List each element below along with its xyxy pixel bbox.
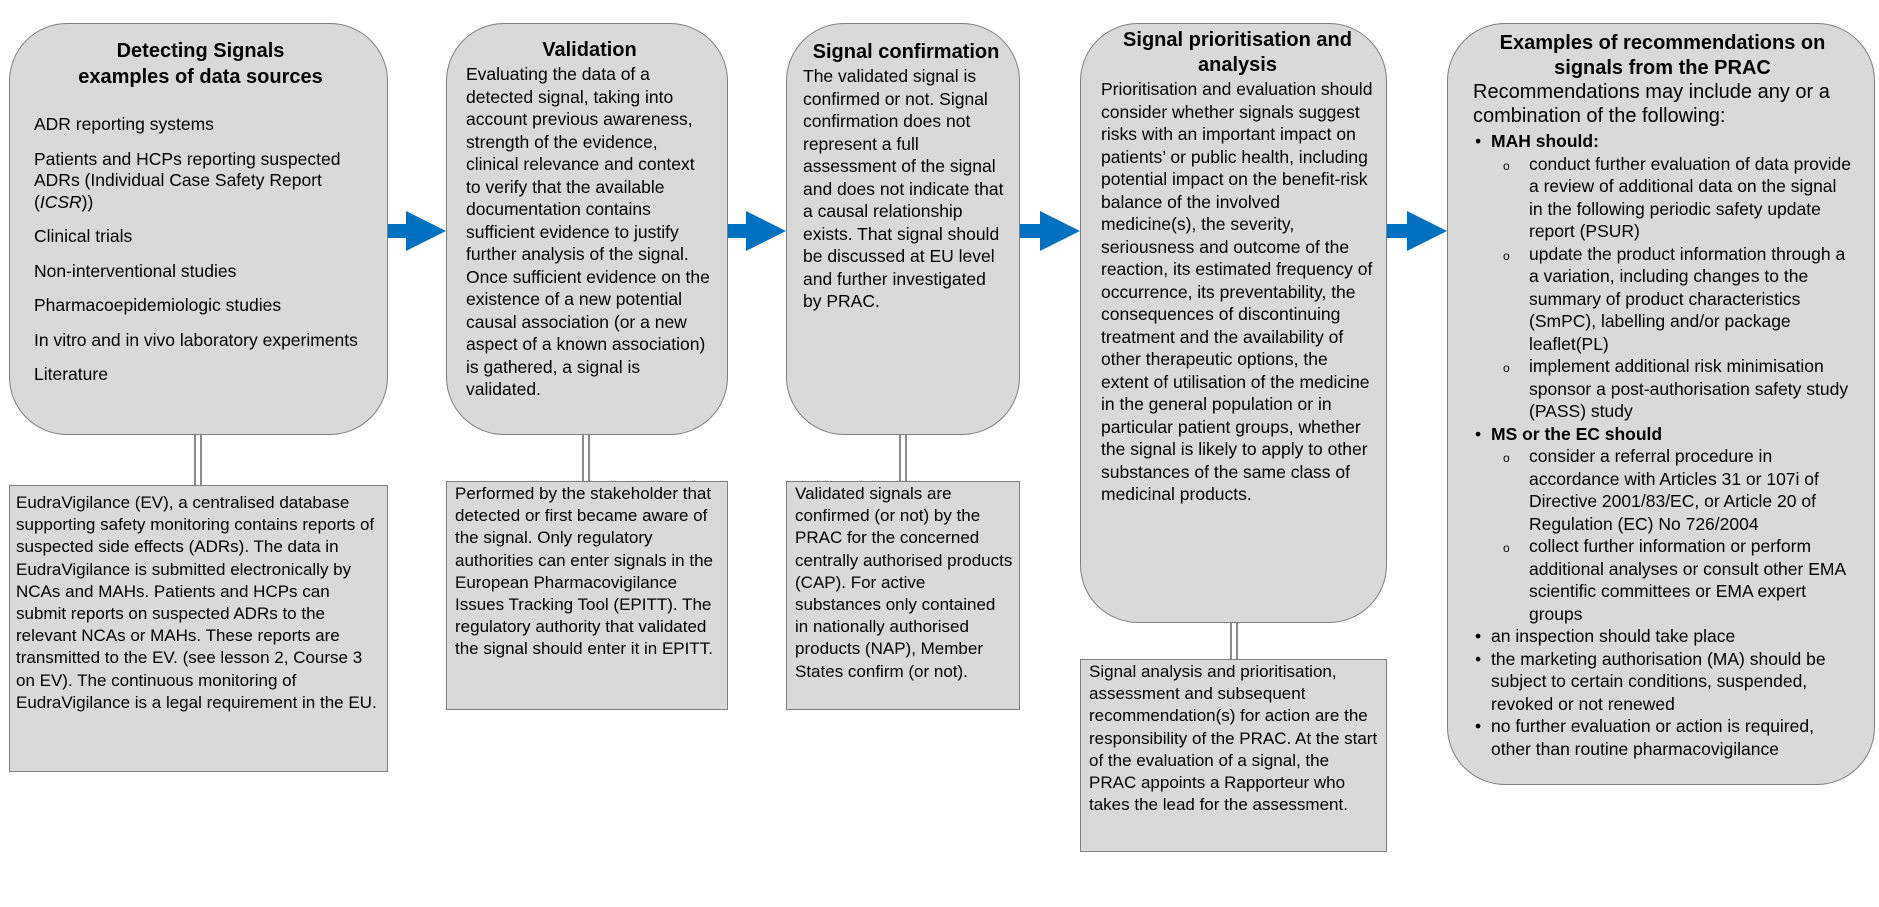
connector bbox=[194, 435, 202, 485]
detail-box-prioritisation: Signal analysis and prioritisation, asse… bbox=[1080, 659, 1387, 852]
list-item: Pharmacoepidemiologic studies bbox=[34, 295, 282, 315]
title-line-1: Detecting Signals bbox=[116, 40, 285, 62]
detail-text: EudraVigilance (EV), a centralised datab… bbox=[16, 493, 377, 712]
ms-ec-sub-list: consider a referral procedure in accorda… bbox=[1491, 445, 1852, 625]
detail-box-eudravigilance: EudraVigilance (EV), a centralised datab… bbox=[9, 485, 388, 772]
data-source-list: ADR reporting systems Patients and HCPs … bbox=[34, 114, 367, 386]
stage-title: Validation bbox=[542, 39, 637, 61]
list-item: collect further information or perform a… bbox=[1491, 535, 1852, 625]
flow-arrow-icon bbox=[1387, 211, 1447, 251]
stage-description: Evaluating the data of a detected signal… bbox=[466, 64, 710, 399]
list-item: MS or the EC should consider a referral … bbox=[1473, 423, 1852, 626]
flow-arrow-icon bbox=[1020, 211, 1080, 251]
mah-heading: MAH should: bbox=[1491, 131, 1599, 151]
stage-description: The validated signal is confirmed or not… bbox=[803, 66, 1004, 311]
detail-box-validation: Performed by the stakeholder that detect… bbox=[446, 481, 728, 710]
mah-sub-list: conduct further evaluation of data provi… bbox=[1491, 153, 1852, 423]
ms-ec-heading: MS or the EC should bbox=[1491, 423, 1663, 444]
stage-title: Detecting Signals examples of data sourc… bbox=[34, 38, 367, 90]
stage-signal-confirmation: Signal confirmation The validated signal… bbox=[786, 23, 1020, 435]
stage-description: Prioritisation and evaluation should con… bbox=[1101, 79, 1373, 504]
flow-arrow-icon bbox=[728, 211, 786, 251]
recommendation-list: MAH should: conduct further evaluation o… bbox=[1473, 130, 1852, 760]
flow-arrow-icon bbox=[388, 211, 446, 251]
stage-title: Signal confirmation bbox=[812, 41, 1000, 63]
connector bbox=[899, 435, 907, 481]
stage-validation: Validation Evaluating the data of a dete… bbox=[446, 23, 728, 435]
connector bbox=[582, 435, 590, 481]
detail-text: Validated signals are confirmed (or not)… bbox=[795, 484, 1013, 681]
detail-text: Performed by the stakeholder that detect… bbox=[455, 484, 713, 659]
detail-box-confirmation: Validated signals are confirmed (or not)… bbox=[786, 481, 1020, 710]
stage-prioritisation-analysis: Signal prioritisation and analysis Prior… bbox=[1080, 23, 1387, 623]
recommendations-intro: Recommendations may include any or a com… bbox=[1473, 81, 1830, 127]
list-item: the marketing authorisation (MA) should … bbox=[1473, 648, 1852, 716]
stage-detecting-signals: Detecting Signals examples of data sourc… bbox=[9, 23, 388, 435]
list-item: In vitro and in vivo laboratory experime… bbox=[34, 329, 358, 350]
list-item: an inspection should take place bbox=[1473, 625, 1852, 648]
list-item: Patients and HCPs reporting suspected AD… bbox=[34, 148, 341, 212]
list-item: update the product information through a… bbox=[1491, 243, 1852, 356]
stage-title: Examples of recommendations on signals f… bbox=[1499, 32, 1826, 79]
detail-text: Signal analysis and prioritisation, asse… bbox=[1089, 662, 1378, 815]
stage-prac-recommendations: Examples of recommendations on signals f… bbox=[1447, 23, 1875, 785]
stage-title: Signal prioritisation and analysis bbox=[1123, 29, 1352, 76]
connector bbox=[1230, 623, 1238, 659]
list-item: conduct further evaluation of data provi… bbox=[1491, 153, 1852, 243]
list-item: Clinical trials bbox=[34, 226, 133, 246]
list-item: consider a referral procedure in accorda… bbox=[1491, 445, 1852, 535]
list-item: Literature bbox=[34, 364, 108, 384]
list-item: MAH should: conduct further evaluation o… bbox=[1473, 130, 1852, 423]
title-line-2: examples of data sources bbox=[78, 66, 323, 88]
list-item: Non-interventional studies bbox=[34, 260, 237, 281]
list-item: no further evaluation or action is requi… bbox=[1473, 715, 1852, 760]
list-item: ADR reporting systems bbox=[34, 114, 214, 134]
list-item: implement additional risk minimisation s… bbox=[1491, 355, 1852, 423]
